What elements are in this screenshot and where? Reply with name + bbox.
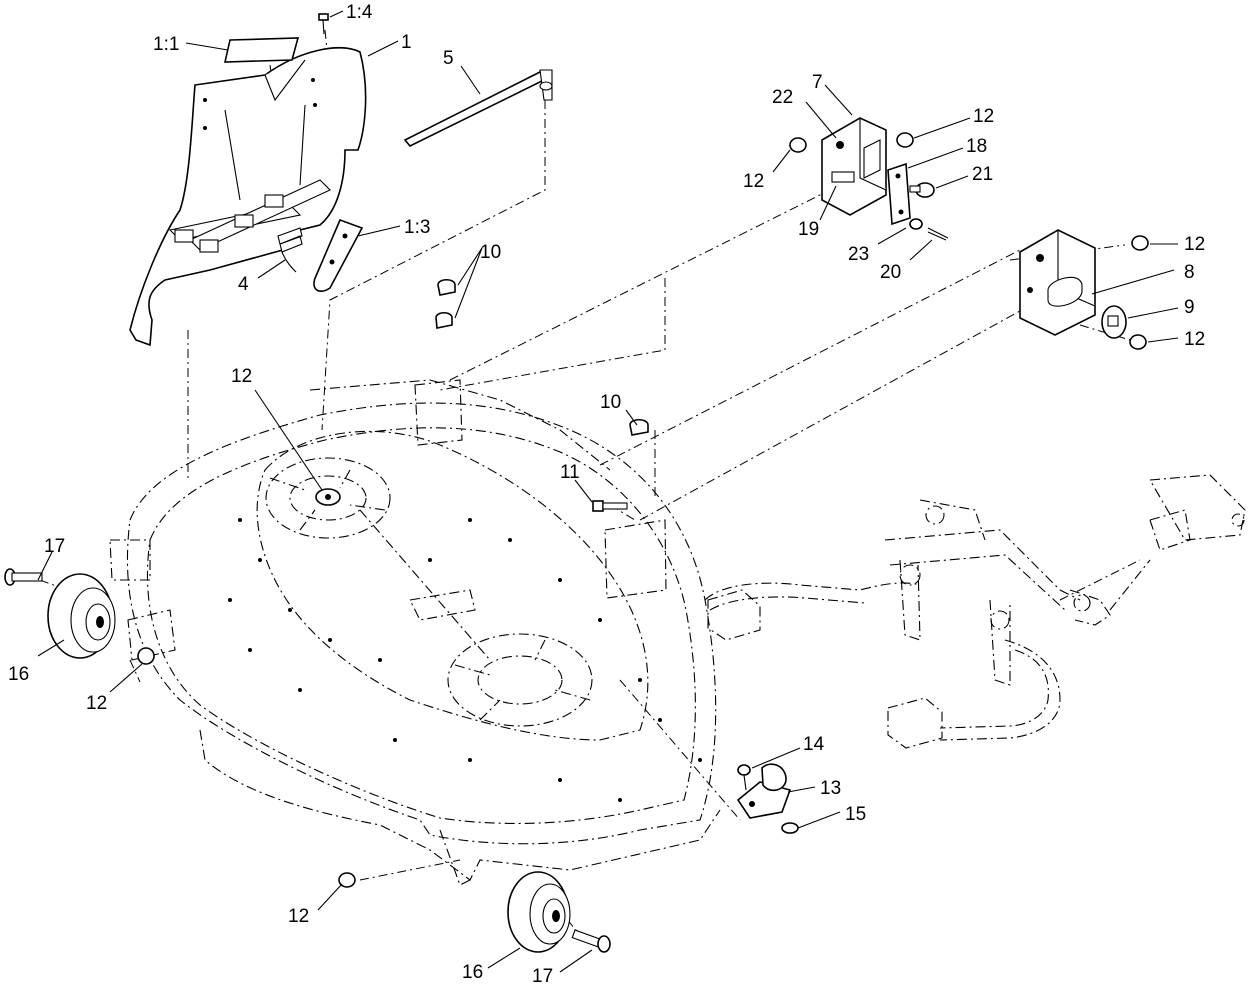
callout-7: 7: [812, 72, 823, 93]
lift-linkage: [704, 474, 1246, 749]
control-rod: [403, 69, 553, 147]
callout-12-bracket8-top: 12: [1184, 234, 1205, 255]
anti-scalp-wheel-right: [507, 871, 571, 953]
washer-23: [909, 218, 923, 230]
wheel-bolt-left: [4, 568, 43, 586]
callout-22: 22: [772, 87, 793, 108]
pivot-bracket-8: [1019, 229, 1096, 336]
callout-12-upper-right: 12: [973, 106, 994, 127]
callout-11: 11: [560, 462, 580, 483]
deck-holes: [228, 518, 702, 802]
pivot-bracket-7: [821, 117, 887, 216]
idler-spring-bracket: [736, 763, 792, 819]
callout-13: 13: [820, 778, 841, 799]
link-plate: [887, 162, 911, 226]
callout-12-bracket-left: 12: [743, 171, 764, 192]
callout-1-4: 1:4: [346, 2, 373, 23]
callout-21: 21: [972, 164, 993, 185]
shoulder-bolt-21: [909, 182, 935, 198]
leader-lines: [37, 10, 1179, 973]
decal-plate: [223, 37, 300, 63]
callout-15: 15: [845, 804, 866, 825]
callout-17-right: 17: [532, 966, 553, 987]
spindle-nut: [315, 488, 341, 506]
callout-1-1: 1:1: [153, 34, 179, 55]
callout-14: 14: [803, 734, 825, 755]
callout-18: 18: [966, 136, 987, 157]
callout-12-spindle: 12: [231, 366, 252, 387]
flange-nuts-8: [1129, 235, 1149, 350]
spacer-9: [1101, 305, 1127, 339]
callout-23: 23: [848, 244, 869, 265]
callout-8: 8: [1184, 262, 1195, 283]
callout-12-wheel-left: 12: [86, 693, 107, 714]
callout-1: 1: [401, 32, 412, 53]
cotter-pin-20: [927, 227, 949, 241]
callout-9: 9: [1184, 297, 1195, 318]
torsion-spring: [277, 227, 303, 273]
callout-19: 19: [798, 219, 819, 240]
callout-4: 4: [238, 274, 249, 295]
callout-20: 20: [880, 262, 901, 283]
carriage-bolt: [592, 500, 628, 512]
callout-16-left: 16: [8, 664, 29, 685]
mower-deck: [109, 379, 721, 886]
pin-15: [781, 822, 799, 834]
bolt-14: [737, 764, 751, 791]
callout-12-wheel-right: 12: [288, 906, 309, 927]
wheel-bolt-right: [571, 929, 611, 953]
callout-12-bracket8-bottom: 12: [1184, 329, 1205, 350]
clevis-pins-upper: [435, 278, 456, 329]
clevis-pin-lower: [629, 418, 649, 436]
callout-16-right: 16: [462, 962, 483, 983]
callout-10-upper: 10: [480, 242, 501, 263]
discharge-deflector: [129, 47, 367, 347]
anti-scalp-wheel-left: [47, 573, 116, 659]
wheel-nut-right: [338, 872, 356, 888]
callout-10-lower: 10: [600, 392, 621, 413]
callout-17-left: 17: [44, 536, 65, 557]
callout-5: 5: [443, 48, 454, 69]
flange-nuts-7: [789, 132, 914, 153]
screw-1-4: [318, 13, 329, 35]
callout-labels: 1:4 1:1 1 5 1:3 4 7 22 12 12 18 21 19 23…: [8, 2, 1205, 987]
callout-1-3: 1:3: [404, 217, 430, 238]
wheel-nut-left: [137, 647, 155, 665]
deflector-bracket: [313, 218, 364, 292]
